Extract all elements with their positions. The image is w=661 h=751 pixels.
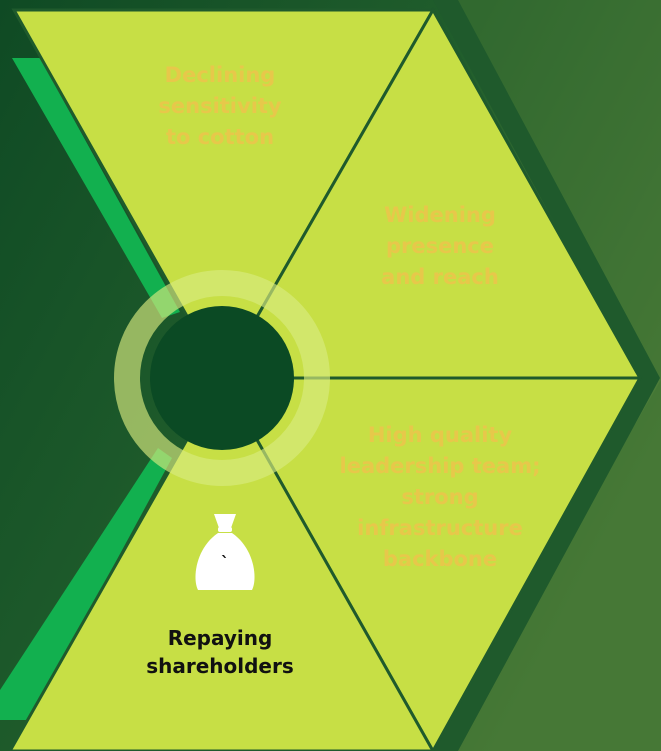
- money-bag-mark: `: [221, 553, 229, 572]
- accent-stripe-top: [12, 58, 180, 318]
- label-top-line-3: to cotton: [165, 125, 275, 149]
- hub-ring: [114, 270, 330, 486]
- label-top-line-2: sensitivity: [158, 94, 282, 118]
- label-lower-right-line-3: strong: [401, 485, 479, 509]
- label-lower-right-line-2: leadership team;: [339, 454, 541, 478]
- label-lower-right: High quality leadership team; strong inf…: [290, 420, 590, 575]
- label-top: Declining sensitivity to cotton: [90, 60, 350, 153]
- hub-circle: [150, 306, 294, 450]
- label-bottom: Repaying shareholders: [110, 624, 330, 680]
- label-upper-right: Widening presence and reach: [320, 200, 560, 293]
- money-bag-icon: [195, 514, 255, 590]
- label-bottom-line-2: shareholders: [146, 654, 294, 678]
- label-upper-right-line-2: presence: [385, 234, 494, 258]
- label-upper-right-line-3: and reach: [381, 265, 499, 289]
- background-panel-right: [445, 0, 661, 751]
- label-lower-right-line-1: High quality: [367, 423, 513, 447]
- label-lower-right-line-4: infrastructure: [357, 516, 523, 540]
- label-lower-right-line-5: backbone: [382, 547, 498, 571]
- label-top-line-1: Declining: [164, 63, 276, 87]
- accent-stripe-bottom: [0, 448, 172, 720]
- label-bottom-line-1: Repaying: [167, 626, 273, 650]
- label-upper-right-line-1: Widening: [384, 203, 496, 227]
